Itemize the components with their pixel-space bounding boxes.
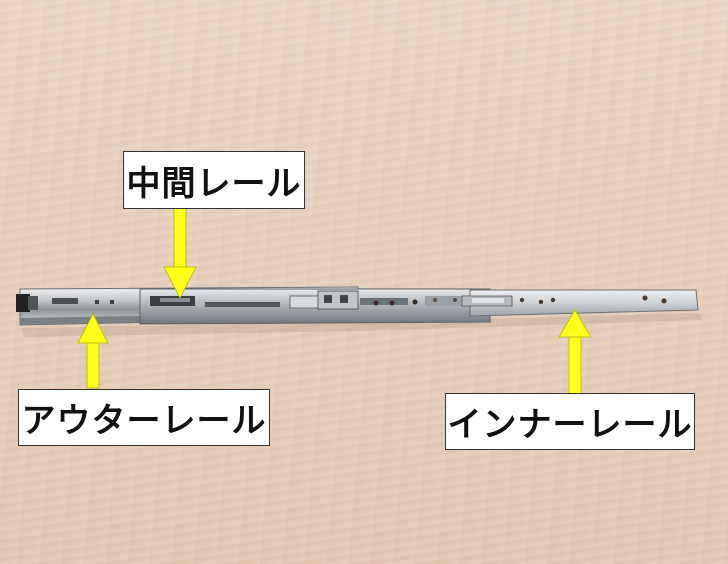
arrow-middle-rail — [163, 192, 197, 299]
middle-rail — [139, 288, 491, 325]
inner-rail-label: インナーレール — [445, 393, 695, 450]
arrow-outer-rail — [77, 313, 109, 389]
middle-rail-label: 中間レール — [123, 151, 305, 209]
inner-rail — [461, 289, 699, 317]
outer-rail-label: アウターレール — [18, 389, 270, 446]
arrow-inner-rail — [558, 309, 592, 395]
rail-shadow — [22, 313, 702, 337]
